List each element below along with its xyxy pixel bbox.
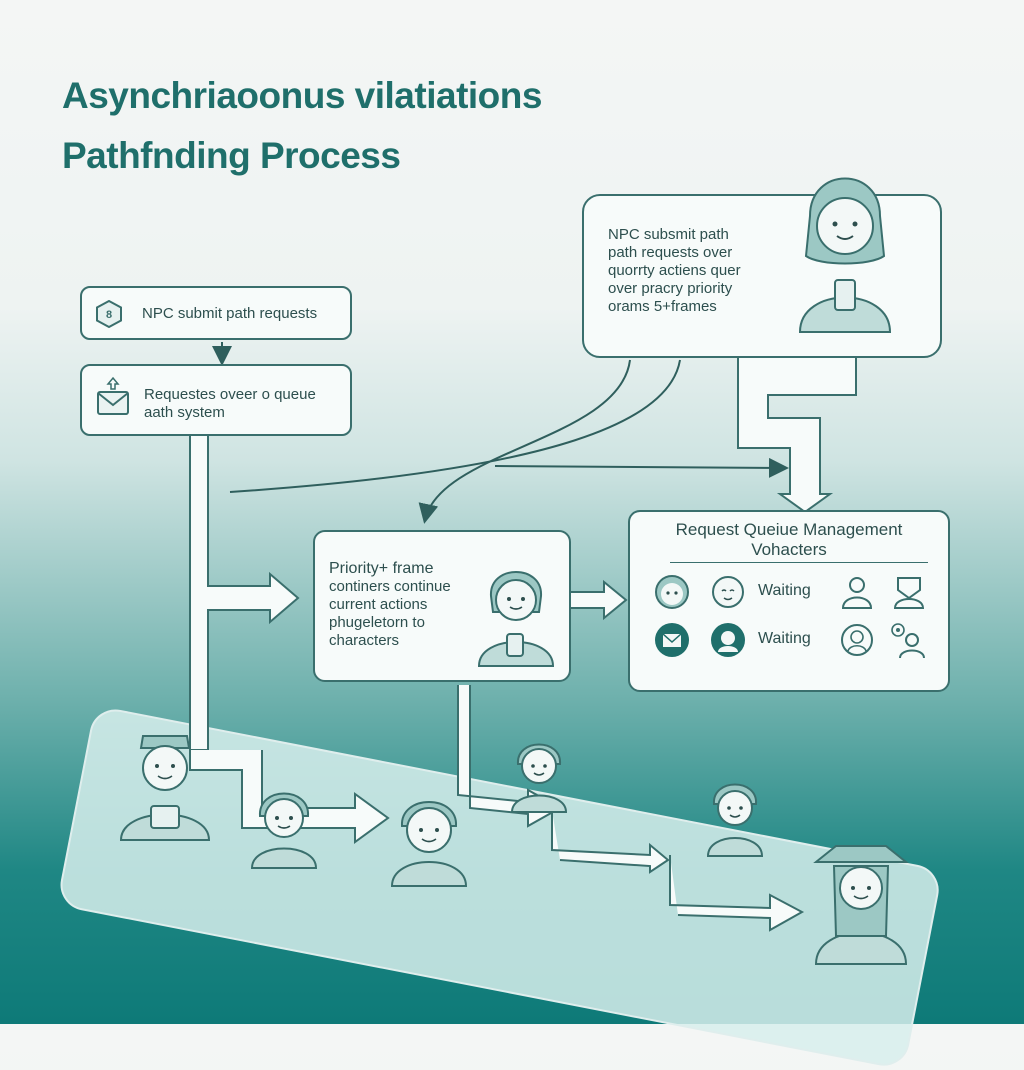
queue-row2-status: Waiting <box>758 630 811 647</box>
step-queue-label-2: aath system <box>144 404 225 421</box>
lane-character-3 <box>390 801 468 887</box>
arrow-to-queue <box>494 457 789 478</box>
lane-character-1 <box>119 735 211 841</box>
priority-frame-box: Priority+ frame continers continue curre… <box>313 530 571 682</box>
title-line-2: Pathfnding Process <box>62 135 401 176</box>
priority-line-1: continers continue <box>329 578 451 595</box>
step-submit-requests: 8 NPC submit path requests <box>80 286 352 340</box>
queue-face-icon-2 <box>712 576 744 608</box>
title-line-1: Asynchriaoonus vilatiations <box>62 75 542 116</box>
user-circle-icon <box>841 624 873 656</box>
lane-character-4 <box>510 743 568 813</box>
queue-title-1: Request Queiue Management <box>675 520 903 539</box>
queue-envelope-icon <box>655 623 689 657</box>
envelope-icon <box>97 376 129 415</box>
diagram-title: Asynchriaoonus vilatiations Pathfnding P… <box>62 66 542 186</box>
queue-dark-face-icon <box>711 623 745 657</box>
priority-line-4: characters <box>329 632 400 649</box>
queue-face-icon-1 <box>655 575 689 609</box>
callout-line-4: over pracry priority <box>608 280 733 297</box>
curve-callout-to-priority <box>418 359 631 524</box>
callout-line-3: quorrty actiens quer <box>608 262 741 279</box>
lane-character-2 <box>250 792 318 869</box>
callout-line-5: orams 5+frames <box>608 298 717 315</box>
lane-character-6 <box>813 845 909 965</box>
step-queue-system: Requestes oveer o queue aath system <box>80 364 352 436</box>
hollow-arrow-priority-queue <box>570 579 628 621</box>
priority-line-2: current actions <box>329 596 428 613</box>
hollow-arrow-step2-priority <box>189 436 300 751</box>
npc-avatar-large <box>798 177 892 333</box>
callout-line-2: path requests over <box>608 244 733 261</box>
priority-title: Priority+ frame <box>329 560 434 577</box>
hollow-arrow-callout-queue <box>737 358 857 514</box>
user-gear-icon <box>891 623 925 659</box>
npc-callout-box: NPC subsmit path path requests over quor… <box>582 177 942 358</box>
step-queue-label-1: Requestes oveer o queue <box>144 386 316 403</box>
queue-management-box: Request Queiue Management Vohacters Wait… <box>628 510 950 692</box>
queue-title-2: Vohacters <box>751 540 827 559</box>
queue-row1-status: Waiting <box>758 582 811 599</box>
queue-divider <box>670 562 928 563</box>
user-shield-icon <box>893 577 925 609</box>
priority-line-3: phugeletorn to <box>329 614 425 631</box>
callout-line-1: NPC subsmit path <box>608 226 729 243</box>
hexagon-chip-icon: 8 <box>96 300 122 328</box>
priority-avatar <box>477 571 555 667</box>
svg-text:8: 8 <box>106 309 112 321</box>
step-submit-label: NPC submit path requests <box>142 305 318 322</box>
lane-character-5 <box>706 783 764 857</box>
user-outline-icon <box>841 577 873 609</box>
